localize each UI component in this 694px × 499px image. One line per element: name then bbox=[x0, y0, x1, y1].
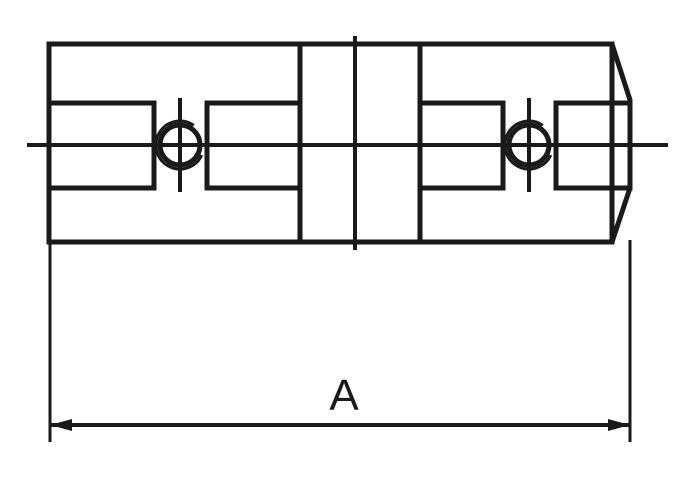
arrowhead-left bbox=[50, 419, 72, 431]
hole-right-thread-arc bbox=[503, 119, 553, 171]
dimension-annotations bbox=[48, 240, 632, 442]
dimension-overall-length bbox=[48, 240, 632, 442]
arrowhead-right bbox=[608, 419, 630, 431]
centerlines bbox=[27, 36, 668, 250]
hole-left-thread-arc bbox=[154, 119, 204, 171]
dimension-label-a: A bbox=[329, 371, 359, 420]
